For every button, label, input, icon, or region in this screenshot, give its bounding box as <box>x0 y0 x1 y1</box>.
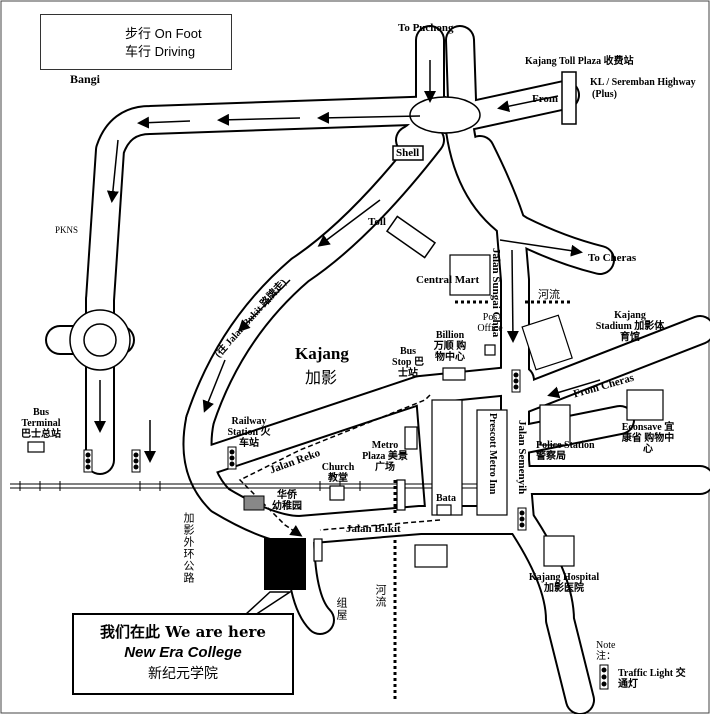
bus-stop-building <box>442 367 466 381</box>
buildings <box>27 254 664 568</box>
label-river-1: 河流 <box>538 289 560 301</box>
block-building <box>414 544 448 568</box>
label-econsave: Econsave 宜康省 购物中心 <box>621 422 675 455</box>
traffic-lights <box>83 369 609 690</box>
label-hospital: Kajang Hospital 加影医院 <box>528 572 600 594</box>
label-bus-terminal: Bus Terminal 巴士总站 <box>21 407 61 440</box>
church-building <box>329 485 345 501</box>
driving-arrows <box>94 60 601 463</box>
label-river-2: 河流 <box>374 584 386 608</box>
toll-plaza-gate <box>561 71 577 125</box>
label-traffic-light: Traffic Light 交通灯 <box>618 668 686 690</box>
metro-plaza-building <box>404 426 418 450</box>
label-jalan-bukit: Jalan Bukit <box>346 523 401 535</box>
label-pos-office: Pos Office <box>477 312 503 334</box>
pos-office-building <box>484 344 496 356</box>
metro-building-a <box>431 399 463 516</box>
central-mart-building <box>449 254 491 296</box>
label-kindergarten: 华侨 幼稚园 <box>272 490 302 512</box>
kindergarten-building <box>243 495 265 511</box>
we-are-here-callout: 我们在此 We are here New Era College 新纪元学院 <box>72 613 294 695</box>
label-highway: KL / Seremban Highway <box>590 77 696 88</box>
callout-line-2: New Era College <box>124 644 242 661</box>
label-toll-plaza: Kajang Toll Plaza 收费站 <box>525 56 634 67</box>
label-sungai-chua: Jalan Sungai Chua <box>490 248 502 338</box>
label-from: From <box>532 93 559 105</box>
new-era-college-building <box>264 538 306 590</box>
river-markers <box>393 300 570 700</box>
toll-gate <box>385 215 437 259</box>
label-cheras: To Cheras <box>588 252 637 264</box>
label-semenyih: Jalan Semenyih <box>516 420 528 495</box>
shell-station <box>392 145 424 161</box>
label-pkns: PKNS <box>55 225 79 235</box>
callout-line-3: 新纪元学院 <box>148 666 218 682</box>
interchange <box>409 96 481 134</box>
bata-building <box>436 504 452 516</box>
walking-route <box>238 394 441 537</box>
legend: 步行 On Foot 车行 Driving <box>40 14 232 70</box>
label-metro-plaza: Metro Plaza 美景广场 <box>362 440 408 473</box>
bus-terminal-building <box>27 441 45 453</box>
legend-walk: 步行 On Foot <box>125 26 202 41</box>
callout-line-1: 我们在此 We are here <box>100 623 266 641</box>
prescott-building <box>476 409 508 516</box>
hospital-building <box>543 535 575 567</box>
callout-pointer <box>243 591 293 616</box>
label-central-mart: Central Mart <box>416 274 480 286</box>
label-ring-road: 加影外环公路 <box>182 512 194 584</box>
label-plus: (Plus) <box>592 89 617 100</box>
label-railway: Railway Station 火车站 <box>227 416 271 449</box>
label-puchong: To Puchong <box>398 22 454 34</box>
label-bus-stop: Bus Stop 巴士站 <box>392 346 424 379</box>
label-prescott: Prescott Metro Inn <box>487 413 498 495</box>
label-kajang: Kajang <box>295 344 349 363</box>
label-bata: Bata <box>436 493 456 504</box>
label-billion: Billion 万顺 购物中心 <box>433 330 467 363</box>
label-shophouse: 组屋 <box>335 597 347 621</box>
label-church: Church 教堂 <box>321 462 355 484</box>
plaza-building <box>396 479 406 511</box>
police-building <box>539 404 571 446</box>
legend-drive: 车行 Driving <box>125 44 196 59</box>
econsave-building <box>626 389 664 421</box>
label-stadium: Kajang Stadium 加影体育馆 <box>595 310 665 343</box>
label-police: Police Station 警察局 <box>536 440 595 462</box>
label-bangi: Bangi <box>70 72 101 86</box>
stadium-building <box>521 314 573 371</box>
shophouse-building <box>313 538 323 562</box>
label-kajang-cn: 加影 <box>305 370 338 387</box>
label-toll: Toll <box>368 216 386 228</box>
label-shell: Shell <box>396 147 420 159</box>
label-note: Note 注： <box>596 640 616 662</box>
